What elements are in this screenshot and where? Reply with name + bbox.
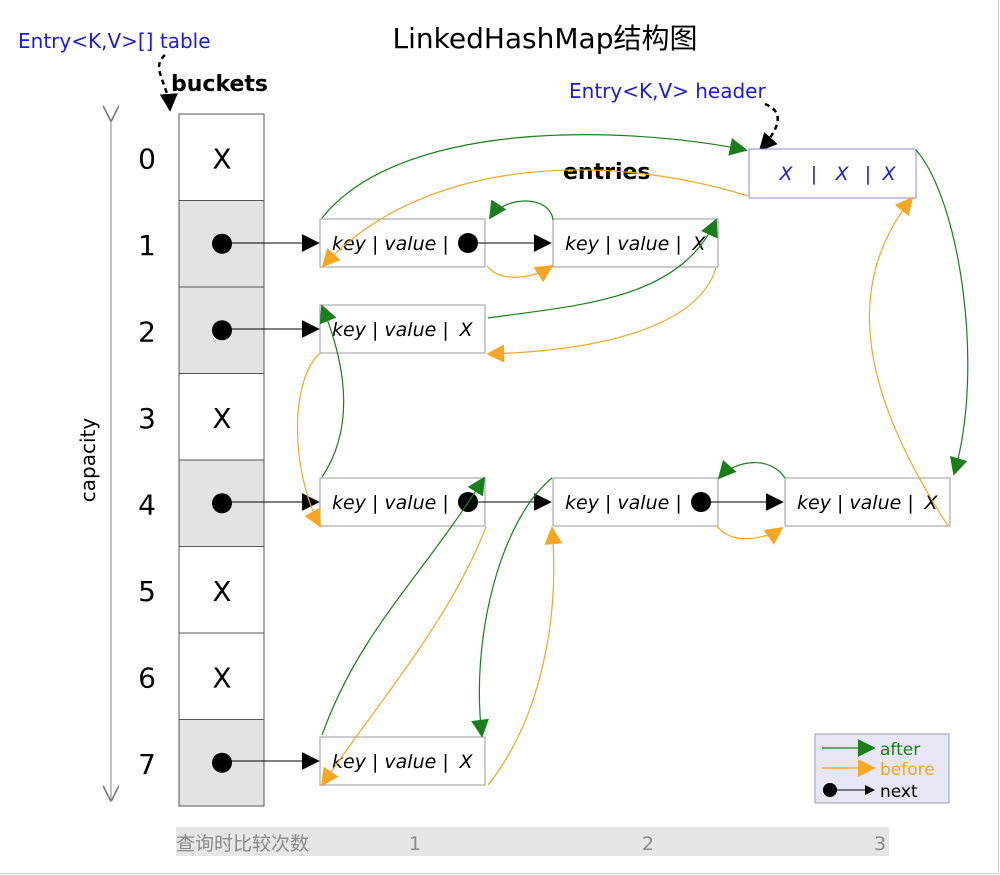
- before-link-e1a-e1b: [486, 265, 554, 283]
- after-links: [319, 134, 969, 738]
- legend-before-label: before: [880, 760, 935, 780]
- footer-bar: [176, 827, 889, 856]
- before-links: [296, 169, 949, 787]
- footer-tick-1: 1: [409, 833, 421, 855]
- entry-box: [552, 218, 719, 268]
- after-link-e7-e4a: [321, 476, 485, 736]
- entry-key-value-label: key | value |: [797, 492, 914, 514]
- bucket-index-3: 3: [138, 402, 156, 435]
- entry-next-null: X: [458, 319, 473, 341]
- legend-next-dot: [823, 783, 837, 797]
- entry-e4c: key | value | X: [784, 477, 951, 527]
- bucket-index-5: 5: [138, 575, 156, 608]
- bucket-pointer-dot-2: [212, 320, 232, 341]
- header-pointer-arrow: [758, 102, 779, 152]
- entry-box: [319, 304, 486, 354]
- entry-key-value-label: key | value |: [332, 751, 449, 773]
- legend-after-label: after: [880, 740, 920, 760]
- after-link-e4a-e2: [319, 304, 345, 478]
- entry-e7: key | value | X: [319, 736, 486, 786]
- header-separator-2: |: [865, 163, 871, 185]
- header-field-before: X: [778, 163, 793, 185]
- bucket-pointer-dot-7: [212, 752, 232, 773]
- bucket-empty-marker-0: X: [212, 142, 231, 175]
- entry-next-null: X: [691, 233, 706, 255]
- footer-tick-3: 3: [874, 833, 886, 855]
- entry-e1b: key | value | X: [552, 218, 719, 268]
- entry-e4b: key | value |: [552, 477, 719, 527]
- header-label: Entry<K,V> header: [569, 79, 766, 103]
- bucket-empty-marker-5: X: [212, 575, 231, 608]
- before-link-e4c-header: [868, 196, 949, 527]
- before-link-e7-e4b: [487, 526, 563, 786]
- header-field-key: X: [834, 163, 849, 185]
- entry-next-null: X: [923, 492, 938, 514]
- entry-e1a: key | value |: [319, 218, 486, 268]
- after-link-e4c-e4b: [717, 459, 786, 480]
- before-link-e4b-e4c: [716, 525, 784, 545]
- bucket-index-2: 2: [138, 315, 156, 348]
- header-separator-1: |: [811, 163, 817, 185]
- before-link-e2-e4a: [296, 352, 321, 528]
- bucket-index-4: 4: [138, 488, 156, 521]
- after-link-e1a-header: [321, 134, 748, 219]
- buckets-label: buckets: [171, 72, 268, 97]
- after-link-header-e4c: [915, 149, 969, 476]
- header-field-after: X: [881, 163, 896, 185]
- bucket-next-arrows: [222, 234, 784, 770]
- footer-tick-2: 2: [642, 833, 654, 855]
- before-link-e1b-e2: [486, 267, 717, 363]
- footer-label: 查询时比较次数: [176, 833, 309, 855]
- bucket-index-0: 0: [138, 142, 156, 175]
- entry-e4a: key | value |: [319, 477, 486, 527]
- bucket-empty-marker-3: X: [212, 402, 231, 435]
- entry-e2: key | value | X: [319, 304, 486, 354]
- entry-box: [319, 736, 486, 786]
- bucket-index-7: 7: [138, 748, 156, 781]
- bucket-index-1: 1: [138, 229, 156, 262]
- entry-key-value-label: key | value |: [332, 319, 449, 341]
- after-link-e4b-e7: [471, 477, 553, 738]
- before-link-header-e1a: [321, 169, 749, 268]
- bucket-cell-6: [178, 632, 265, 720]
- header-entry: X | X | X: [748, 148, 917, 199]
- before-link-e4a-e7: [320, 526, 487, 787]
- bucket-cell-0: [178, 113, 265, 201]
- table-label: Entry<K,V>[] table: [18, 29, 211, 53]
- diagram-title: LinkedHashMap结构图: [393, 22, 698, 55]
- entry-key-value-label: key | value |: [332, 492, 449, 514]
- bucket-index-6: 6: [138, 661, 156, 694]
- after-link-e2-e1b: [487, 218, 718, 319]
- bucket-empty-marker-6: X: [212, 661, 231, 694]
- entry-box: [784, 477, 951, 527]
- entry-key-value-label: key | value |: [565, 492, 682, 514]
- bucket-cell-5: [178, 546, 265, 634]
- entry-box: [552, 477, 719, 527]
- comparison-count-bar: 查询时比较次数 1 2 3: [176, 827, 889, 856]
- bucket-pointer-dot-1: [212, 233, 232, 254]
- entry-next-null: X: [458, 751, 473, 773]
- bucket-pointer-dot-4: [212, 493, 232, 514]
- bucket-cell-3: [178, 373, 265, 461]
- header-entry-box: [748, 148, 917, 199]
- capacity-label: capacity: [76, 418, 100, 503]
- legend-next-label: next: [880, 782, 918, 802]
- table-pointer-arrow: [157, 54, 178, 112]
- entry-key-value-label: key | value |: [332, 233, 449, 255]
- entry-key-value-label: key | value |: [565, 233, 682, 255]
- legend: after before next: [814, 733, 950, 804]
- after-link-e1b-e1a: [489, 199, 554, 221]
